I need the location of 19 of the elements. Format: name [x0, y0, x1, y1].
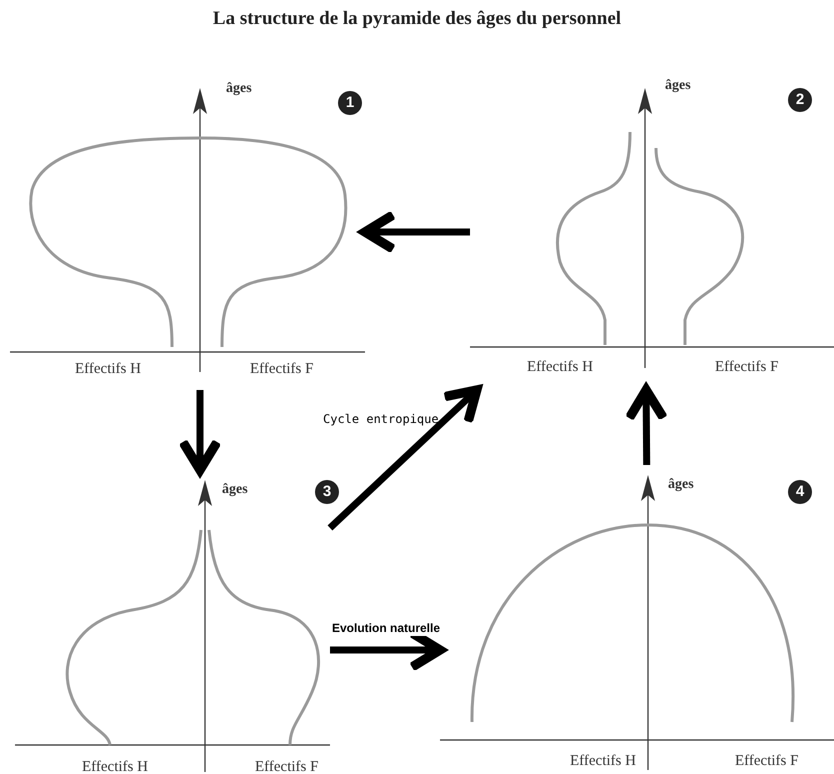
axis-label: Effectifs H — [75, 360, 141, 378]
callout-number: 2 — [788, 88, 812, 112]
axis-label: âges — [226, 80, 252, 98]
callout-number: 4 — [788, 480, 812, 504]
axis-label: Effectifs F — [250, 360, 314, 378]
axis-label: âges — [665, 77, 691, 95]
axis-label: âges — [222, 481, 248, 499]
diagram-title: La structure de la pyramide des âges du personnel — [212, 8, 622, 30]
axis-label: Effectifs F — [255, 758, 318, 774]
axis-label: Effectifs F — [715, 358, 778, 376]
axis-label: âges — [668, 476, 694, 494]
axis-label: Effectifs H — [527, 358, 593, 376]
diagram-label: Cycle entropique — [323, 412, 439, 426]
axis-label: Effectifs H — [82, 758, 148, 774]
axis-label: Effectifs F — [735, 752, 798, 770]
arrow — [328, 385, 482, 530]
callout-number: 1 — [338, 91, 362, 115]
axis-label: Effectifs H — [570, 752, 636, 770]
callout-number: 3 — [315, 480, 339, 504]
